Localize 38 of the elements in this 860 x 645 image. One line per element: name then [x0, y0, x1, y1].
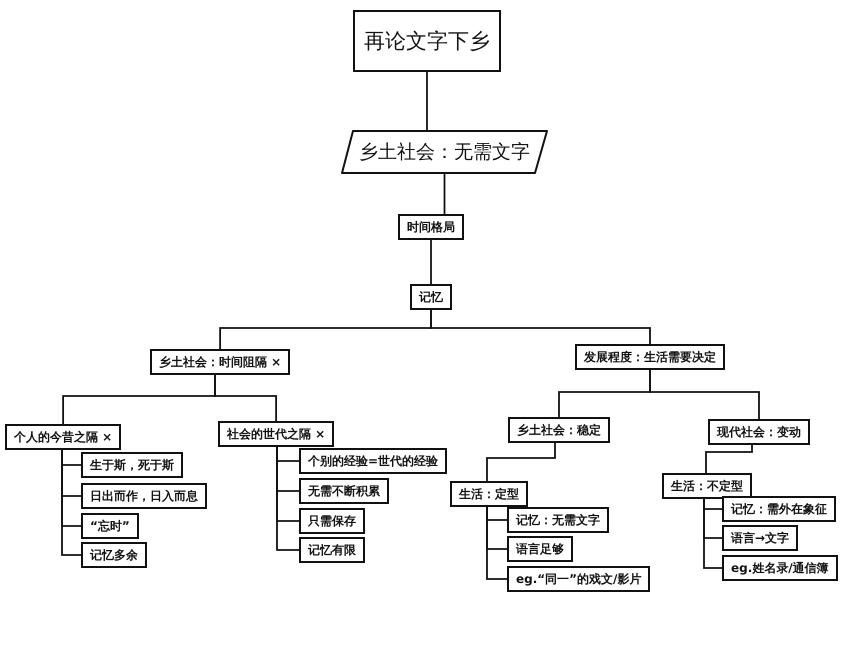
process-box: “忘时”	[81, 513, 139, 539]
process-box: 现代社会：变动	[708, 419, 810, 445]
connector-line	[61, 450, 81, 556]
process-box: 个别的经验=世代的经验	[299, 448, 448, 474]
process-box: 生于斯，死于斯	[81, 452, 183, 478]
process-box: 记忆	[410, 284, 452, 310]
connector-line	[430, 310, 651, 344]
process-box: 记忆有限	[299, 537, 365, 563]
process-box: 发展程度：生活需要决定	[575, 344, 725, 370]
process-box: eg.“同一”的戏文/影片	[507, 566, 650, 592]
process-box: 个人的今昔之隔 ×	[5, 424, 122, 450]
process-box: 语言足够	[507, 536, 573, 562]
connector-line	[705, 445, 753, 473]
process-box: 记忆多余	[81, 542, 147, 568]
process-box: eg.姓名录/通信簿	[722, 555, 838, 581]
process-box: 只需保存	[299, 508, 365, 534]
process-box: 日出而作，日入而息	[81, 483, 207, 509]
connector-line	[486, 443, 556, 481]
connector-line	[426, 72, 428, 130]
process-box: 时间格局	[398, 214, 464, 240]
parallelogram-box: 乡土社会：无需文字	[341, 130, 548, 174]
connector-line	[214, 375, 278, 421]
connector-line	[444, 174, 446, 214]
process-box: 记忆：无需文字	[507, 507, 609, 533]
connector-line	[703, 499, 722, 569]
process-box: 无需不断积累	[299, 478, 389, 504]
title-box: 再论文字下乡	[353, 10, 501, 72]
process-box: 乡土社会：时间阻隔 ×	[150, 349, 290, 375]
process-box: 生活：定型	[450, 481, 528, 507]
process-box: 社会的世代之隔 ×	[218, 421, 334, 447]
connector-line	[276, 447, 299, 551]
connector-line	[430, 240, 432, 284]
process-box: 生活：不定型	[662, 473, 752, 499]
process-box: 语言→文字	[722, 525, 798, 551]
process-box: 乡土社会：稳定	[508, 417, 610, 443]
connector-line	[649, 370, 760, 419]
connector-line	[486, 507, 507, 580]
process-box: 记忆：需外在象征	[722, 496, 836, 522]
